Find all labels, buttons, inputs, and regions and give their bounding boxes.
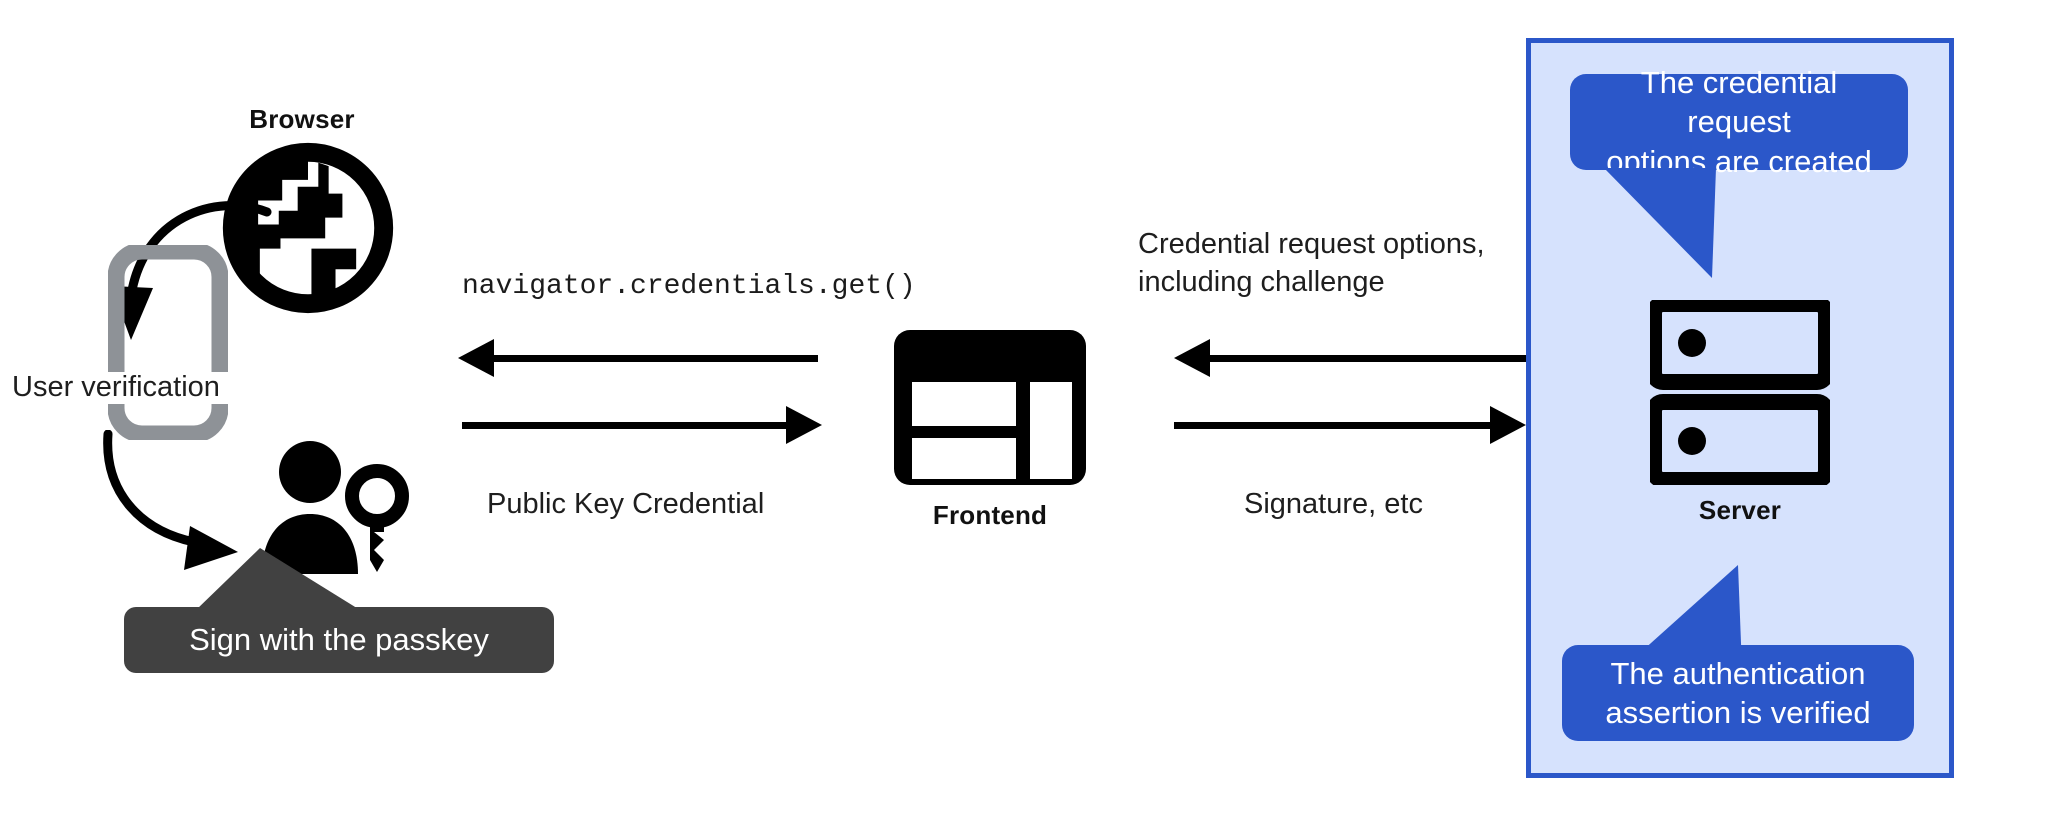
arrow-phone-to-user — [98, 430, 278, 580]
navigator-credentials-get-label: navigator.credentials.get() — [462, 271, 916, 302]
person-with-key-icon — [252, 440, 412, 590]
sign-passkey-callout-tail — [190, 548, 390, 614]
arrow-server-to-frontend — [1174, 338, 1526, 378]
mobile-phone-icon — [108, 245, 228, 440]
server-rack-icon — [1650, 300, 1830, 485]
arrow-frontend-to-server — [1174, 405, 1526, 445]
arrow-frontend-to-browser — [458, 338, 818, 378]
globe-icon — [222, 142, 394, 314]
server-bottom-callout-tail — [1620, 565, 1820, 675]
sign-passkey-callout: Sign with the passkey — [124, 607, 554, 673]
arrow-browser-to-frontend — [462, 405, 822, 445]
public-key-credential-label: Public Key Credential — [487, 488, 765, 520]
credential-request-options-label: Credential request options, including ch… — [1138, 228, 1485, 299]
server-top-callout: The credential request options are creat… — [1570, 65, 1908, 179]
user-verification-label: User verification — [12, 371, 252, 404]
server-bottom-callout: The authentication assertion is verified — [1562, 645, 1914, 741]
signature-etc-label: Signature, etc — [1244, 488, 1423, 520]
server-title: Server — [1698, 495, 1782, 525]
server-top-callout-tail — [1600, 168, 1800, 282]
frontend-title: Frontend — [932, 500, 1048, 530]
webpage-layout-icon — [894, 330, 1086, 485]
browser-title: Browser — [249, 104, 355, 134]
